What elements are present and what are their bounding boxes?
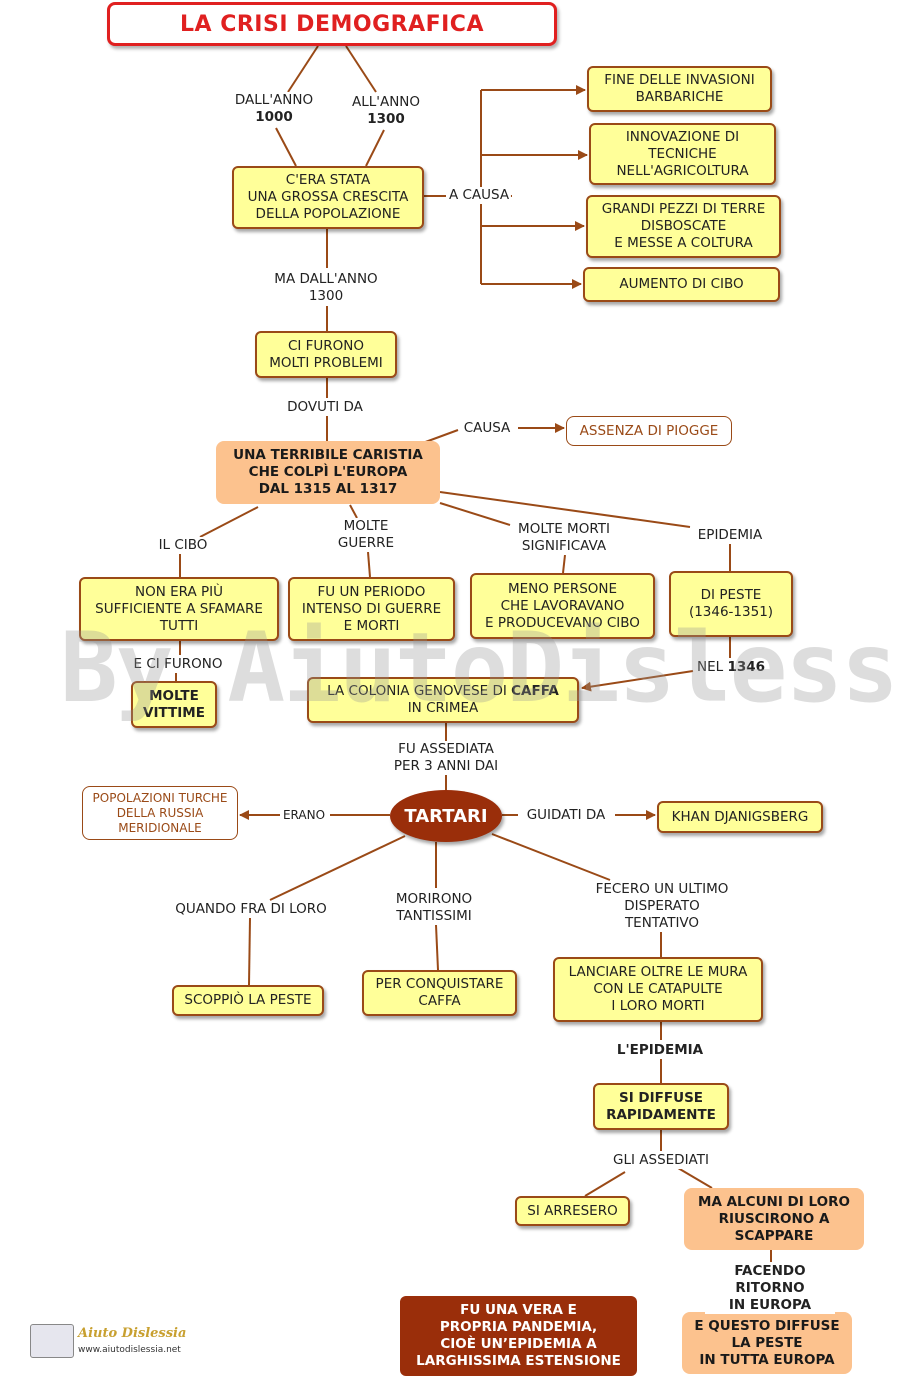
node-persone: MENO PERSONE CHE LAVORAVANO E PRODUCEVAN… [470, 573, 655, 639]
node-europa: E QUESTO DIFFUSE LA PESTE IN TUTTA EUROP… [682, 1312, 852, 1374]
node-crescita: C'ERA STATA UNA GROSSA CRESCITA DELLA PO… [232, 166, 424, 229]
logo-url: www.aiutodislessia.net [78, 1345, 181, 1355]
caffa-line-2: IN CRIMEA [407, 700, 479, 716]
node-pandemia: FU UNA VERA E PROPRIA PANDEMIA, CIOÈ UN’… [400, 1296, 637, 1376]
nel-year: 1346 [727, 659, 766, 675]
label-erano: ERANO [280, 807, 328, 824]
node-khan: KHAN DJANIGSBERG [657, 801, 823, 833]
label-ma-dall-anno: MA DALL'ANNO 1300 [272, 271, 380, 305]
label-dovuti-da: DOVUTI DA [285, 399, 365, 416]
logo-name: Aiuto Dislessia [78, 1326, 187, 1341]
dall-prefix: DALL'ANNO [234, 92, 314, 108]
label-facendo-ritorno: FACENDO RITORNO IN EUROPA [705, 1263, 835, 1314]
node-catapulte: LANCIARE OLTRE LE MURA CON LE CATAPULTE … [553, 957, 763, 1022]
node-sfamare: NON ERA PIÙ SUFFICIENTE A SFAMARE TUTTI [79, 577, 279, 641]
node-turche: POPOLAZIONI TURCHE DELLA RUSSIA MERIDION… [82, 786, 238, 840]
label-quando: QUANDO FRA DI LORO [173, 901, 329, 918]
node-problemi: CI FURONO MOLTI PROBLEMI [255, 331, 397, 378]
node-scoppio: SCOPPIÒ LA PESTE [172, 985, 324, 1016]
caffa-bold: CAFFA [511, 683, 559, 699]
label-causa: CAUSA [461, 420, 513, 437]
logo: Aiuto Dislessia www.aiutodislessia.net [30, 1320, 190, 1362]
node-cibo: AUMENTO DI CIBO [583, 267, 780, 302]
all-year: 1300 [367, 111, 405, 127]
book-icon [30, 1324, 74, 1358]
label-assediata: FU ASSEDIATA PER 3 ANNI DAI [391, 741, 501, 775]
dall-year: 1000 [255, 109, 293, 125]
label-molte-guerre: MOLTE GUERRE [335, 518, 397, 552]
caffa-prefix: LA COLONIA GENOVESE DI [327, 683, 512, 699]
node-arresero: SI ARRESERO [515, 1196, 630, 1226]
label-morirono: MORIRONO TANTISSIMI [393, 891, 475, 925]
caffa-line-1: LA COLONIA GENOVESE DI CAFFA [327, 683, 559, 700]
label-a-causa: A CAUSA [446, 187, 512, 204]
label-e-ci-furono: E CI FURONO [131, 656, 225, 673]
node-caffa: LA COLONIA GENOVESE DI CAFFA IN CRIMEA [307, 677, 579, 723]
label-nel-1346: NEL 1346 [694, 659, 768, 676]
node-conquistare: PER CONQUISTARE CAFFA [362, 970, 517, 1016]
node-terre: GRANDI PEZZI DI TERRE DISBOSCATE E MESSE… [586, 195, 781, 258]
label-il-cibo: IL CIBO [156, 537, 210, 554]
label-gli-assediati: GLI ASSEDIATI [611, 1152, 711, 1169]
label-epidemia: EPIDEMIA [695, 527, 765, 544]
all-prefix: ALL'ANNO [351, 94, 421, 110]
page-title: LA CRISI DEMOGRAFICA [107, 2, 557, 46]
node-piogge: ASSENZA DI PIOGGE [566, 416, 732, 446]
node-carestia: UNA TERRIBILE CARISTIA CHE COLPÌ L'EUROP… [216, 441, 440, 504]
node-invasioni: FINE DELLE INVASIONI BARBARICHE [587, 66, 772, 112]
node-vittime: MOLTE VITTIME [131, 681, 217, 728]
node-innovazione: INNOVAZIONE DI TECNICHE NELL'AGRICOLTURA [589, 123, 776, 185]
node-diffuse: SI DIFFUSE RAPIDAMENTE [593, 1083, 729, 1130]
label-l-epidemia: L'EPIDEMIA [614, 1042, 706, 1059]
node-peste-date: DI PESTE (1346-1351) [669, 571, 793, 637]
nel-prefix: NEL [696, 659, 728, 675]
label-fecero: FECERO UN ULTIMO DISPERATO TENTATIVO [593, 881, 731, 932]
label-guidati-da: GUIDATI DA [524, 807, 608, 824]
node-guerre: FU UN PERIODO INTENSO DI GUERRE E MORTI [288, 577, 455, 641]
node-tartari: TARTARI [390, 790, 502, 842]
label-molte-morti: MOLTE MORTI SIGNIFICAVA [516, 521, 612, 555]
node-scappare: MA ALCUNI DI LORO RIUSCIRONO A SCAPPARE [684, 1188, 864, 1250]
